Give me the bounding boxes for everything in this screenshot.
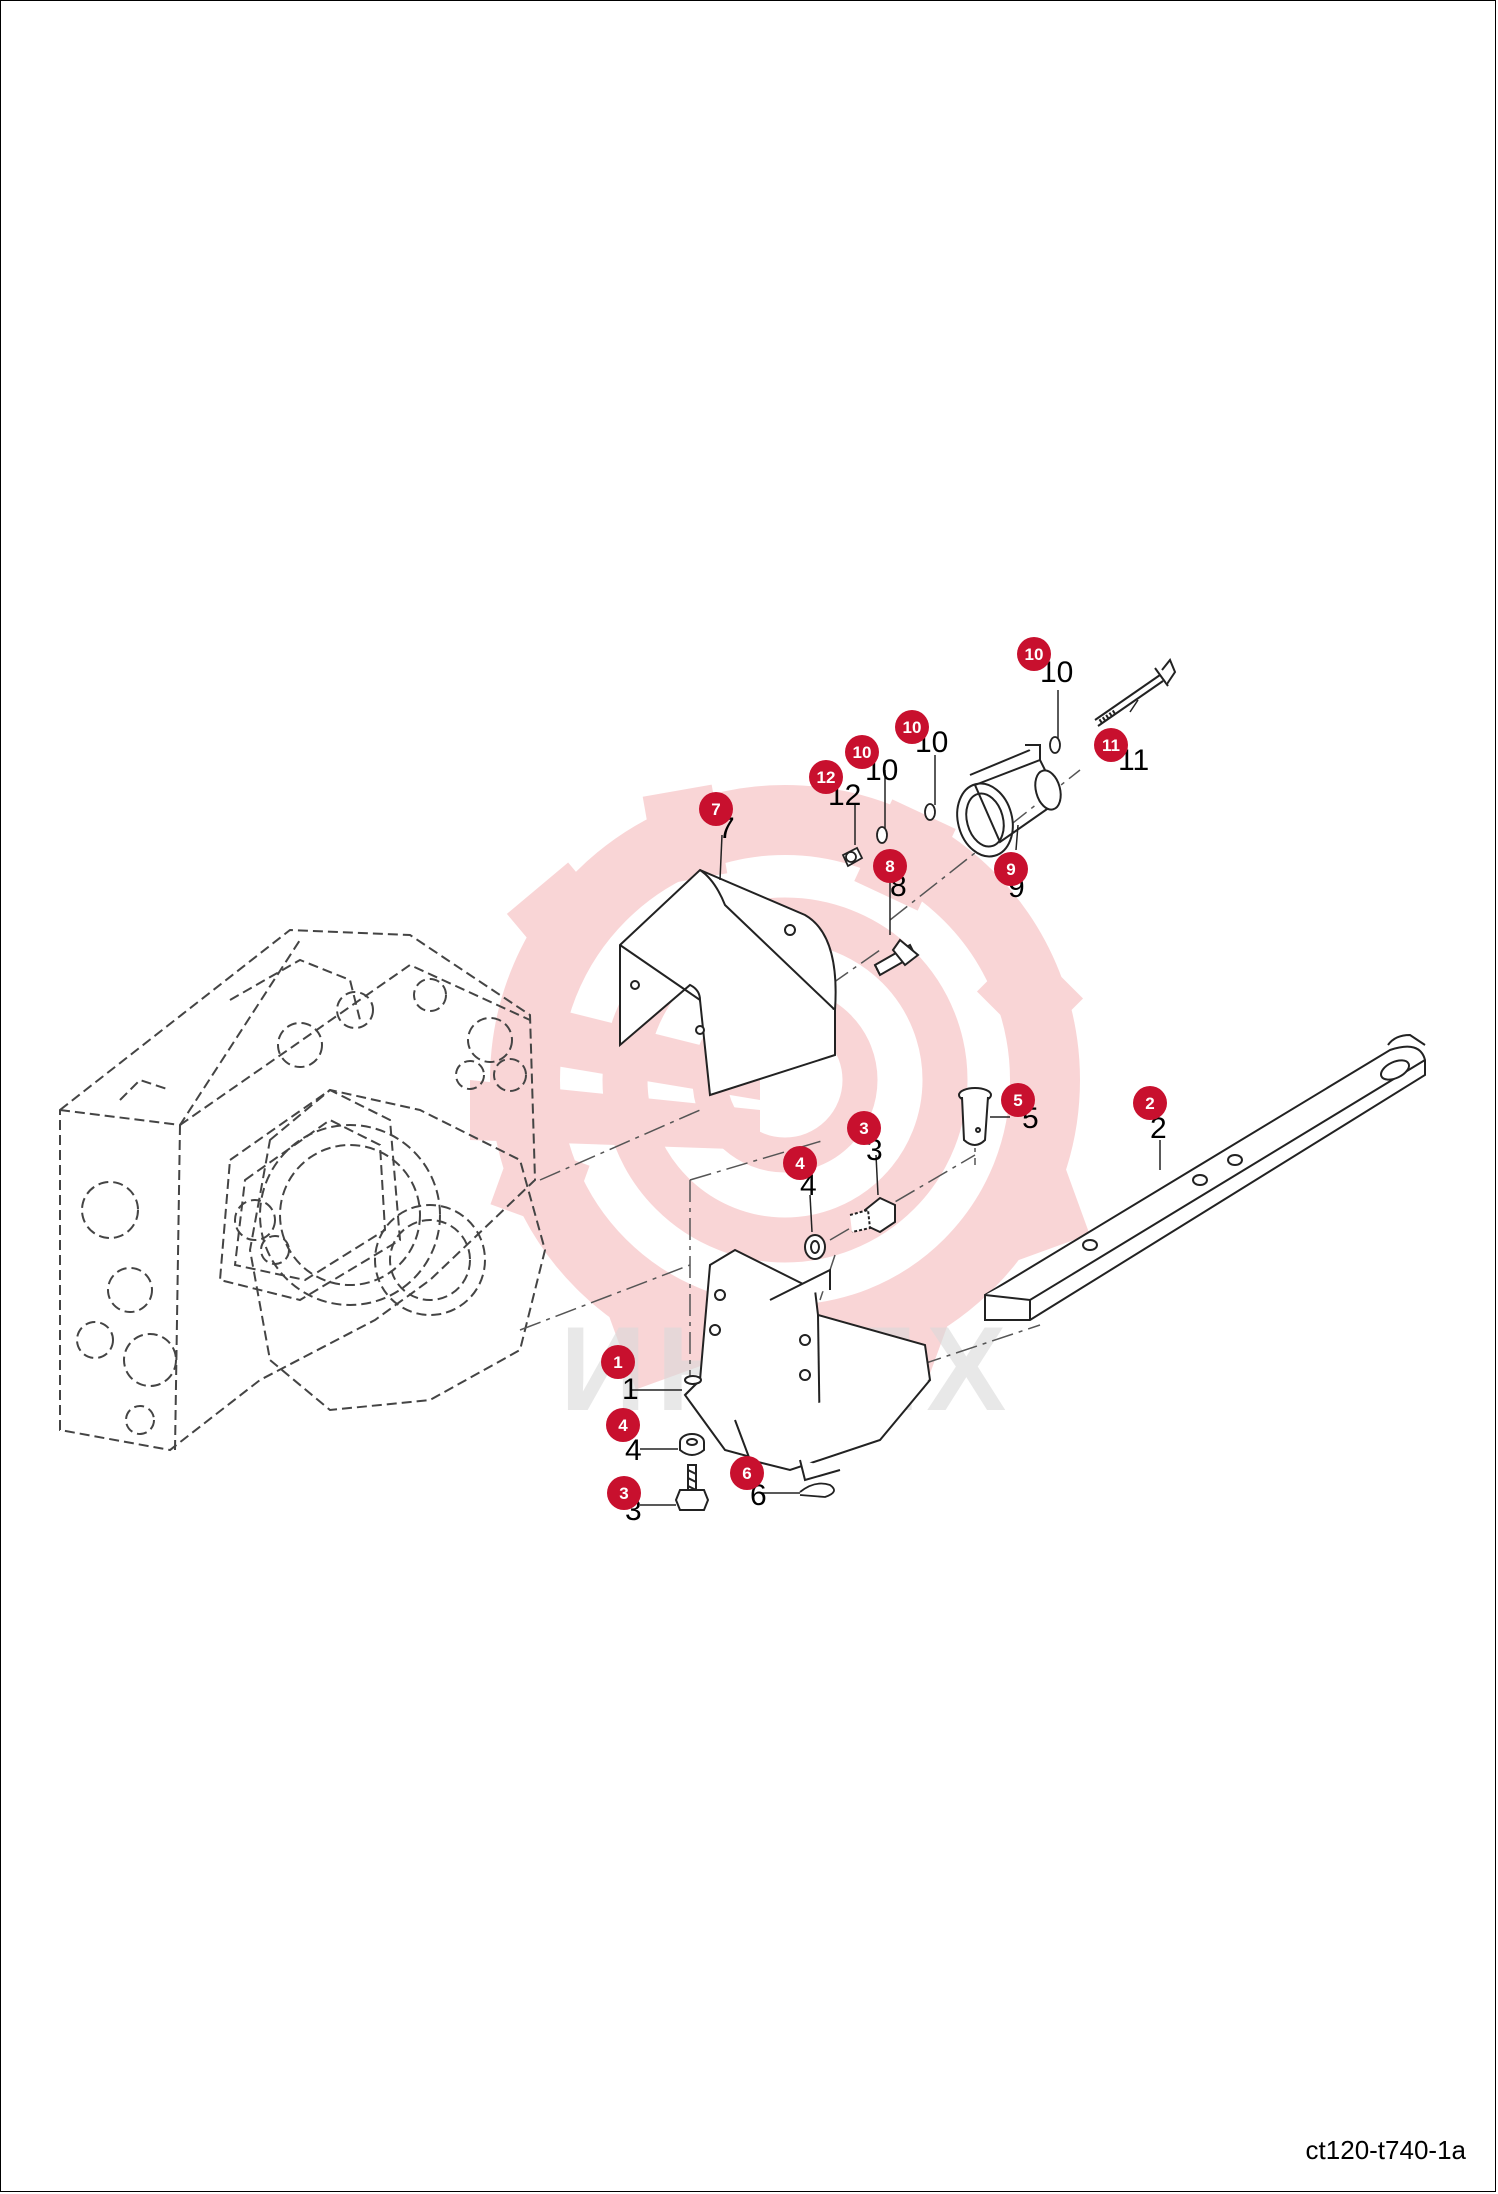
svg-text:9: 9 — [1006, 860, 1015, 879]
callout-badge-4b: 4 — [606, 1408, 640, 1442]
callout-badge-1: 1 — [601, 1345, 635, 1379]
svg-text:1: 1 — [613, 1353, 622, 1372]
callout-number-4b: 4 — [625, 1434, 642, 1467]
part-cover-shield — [619, 868, 837, 1097]
part-washer-lower — [679, 1433, 705, 1456]
svg-text:2: 2 — [1145, 1094, 1154, 1113]
svg-text:12: 12 — [817, 768, 836, 787]
callout-badge-10a: 10 — [845, 735, 879, 769]
callout-badge-8: 8 — [873, 849, 907, 883]
callout-number-2: 2 — [1150, 1112, 1167, 1145]
svg-text:4: 4 — [618, 1416, 628, 1435]
part-pin — [873, 938, 920, 977]
callout-badge-2: 2 — [1133, 1086, 1167, 1120]
part-clevis-pin — [958, 1087, 992, 1146]
callout-badge-4a: 4 — [783, 1146, 817, 1180]
part-washer-upper — [804, 1234, 826, 1260]
callout-badge-11: 11 — [1094, 728, 1128, 762]
svg-text:11: 11 — [1102, 736, 1120, 755]
callout-badge-3a: 3 — [847, 1111, 881, 1145]
svg-text:10: 10 — [903, 718, 922, 737]
svg-text:6: 6 — [742, 1464, 751, 1483]
svg-text:10: 10 — [853, 743, 872, 762]
part-washers — [841, 736, 1061, 868]
svg-text:10: 10 — [1025, 645, 1044, 664]
part-bolt — [1094, 658, 1177, 727]
callout-badge-10c: 10 — [1017, 637, 1051, 671]
callout-badge-7: 7 — [699, 792, 733, 826]
part-drawbar — [984, 1033, 1426, 1321]
callout-badge-6: 6 — [730, 1456, 764, 1490]
callout-badge-12: 12 — [809, 760, 843, 794]
svg-text:3: 3 — [619, 1484, 628, 1503]
callout-number-1: 1 — [622, 1373, 639, 1406]
callout-badge-5: 5 — [1001, 1083, 1035, 1117]
part-clip — [799, 1482, 835, 1498]
svg-text:3: 3 — [859, 1119, 868, 1138]
part-bushing — [956, 744, 1062, 858]
callout-badge-3b: 3 — [607, 1476, 641, 1510]
svg-text:4: 4 — [795, 1154, 805, 1173]
diagram-code: ct120-t740-1a — [1305, 2135, 1466, 2165]
part-bracket — [683, 1248, 932, 1482]
svg-text:8: 8 — [885, 857, 894, 876]
svg-text:7: 7 — [711, 800, 720, 819]
part-bolt-lower — [674, 1464, 710, 1511]
part-bolt-upper — [849, 1196, 896, 1234]
callout-badges: 1 2 3 3 4 4 5 6 7 8 9 10 10 10 11 12 — [601, 637, 1167, 1510]
gearbox-housing — [59, 928, 547, 1452]
svg-text:5: 5 — [1013, 1091, 1022, 1110]
callout-badge-9: 9 — [994, 852, 1028, 886]
callout-badge-10b: 10 — [895, 710, 929, 744]
